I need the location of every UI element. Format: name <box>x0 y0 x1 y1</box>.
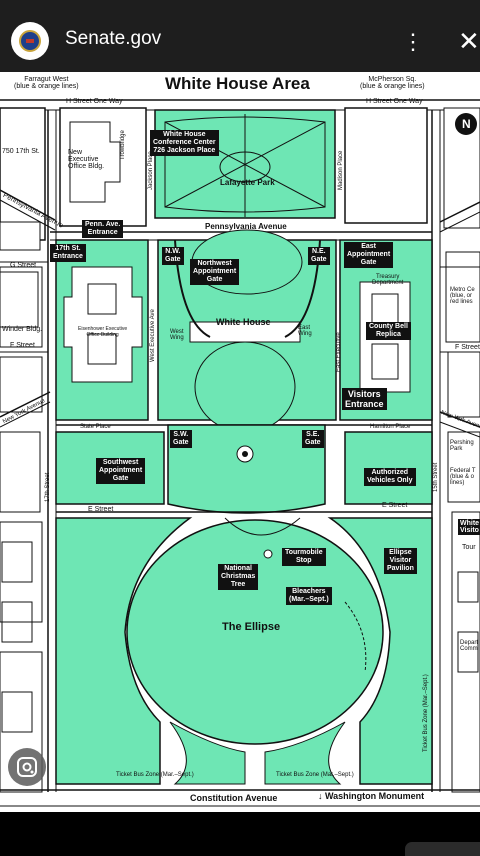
washington-monument-text: Washington Monument <box>325 791 425 801</box>
lens-glyph <box>17 757 37 777</box>
lafayette-park-label: Lafayette Park <box>220 178 275 187</box>
ne-gate-callout: N.E. Gate <box>308 247 330 265</box>
e-street-left-label: E Street <box>88 506 114 513</box>
f-street-right-label: F Street <box>455 344 480 351</box>
county-bell-callout: County Bell Replica <box>366 322 411 340</box>
jackson-place-label: Jackson Place <box>148 151 154 190</box>
ticket-bus-left-label: Ticket Bus Zone (Mar.–Sept.) <box>116 772 194 778</box>
browser-top-bar: Senate.gov ⋮ ✕ <box>0 0 480 80</box>
h-street-right-label: H Street One Way <box>366 98 423 105</box>
penn-ave-entrance-callout: Penn. Ave. Entrance <box>82 220 124 238</box>
ellipse-label: The Ellipse <box>222 621 281 633</box>
mcpherson-sq-label: McPherson Sq. (blue & orange lines) <box>360 76 425 90</box>
google-lens-icon[interactable] <box>8 748 46 786</box>
bleachers-callout: Bleachers (Mar.–Sept.) <box>286 587 332 605</box>
tourmobile-stop-callout: Tourmobile Stop <box>282 548 326 566</box>
east-appointment-gate-callout: East Appointment Gate <box>344 242 394 268</box>
sw-gate-callout: S.W. Gate <box>170 430 192 448</box>
seventeenth-st-entrance-callout: 17th St. Entrance <box>50 244 86 262</box>
seventeenth-750-label: 750 17th St. <box>2 148 40 155</box>
washington-monument-label: ↓ Washington Monument <box>318 791 425 801</box>
visitors-entrance-callout: Visitors Entrance <box>342 388 387 410</box>
nw-gate-callout: N.W. Gate <box>162 247 184 265</box>
west-exec-label: West Executive Ave <box>150 309 156 362</box>
ellipse-visitor-pavilion-callout: Ellipse Visitor Pavilion <box>384 548 417 574</box>
winder-bldg-label: Winder Bldg. <box>2 326 43 333</box>
ticket-bus-right-label: Ticket Bus Zone (Mar.–Sept.) <box>423 674 429 752</box>
federal-triangle-label: Federal T (blue & o lines) <box>450 468 476 486</box>
hamilton-place-label: Hamilton Place <box>370 424 411 430</box>
northwest-appointment-gate-callout: Northwest Appointment Gate <box>190 259 240 285</box>
fifteenth-street-label: 15th Street <box>433 462 439 492</box>
treasury-label: Treasury Department <box>372 274 404 286</box>
h-street-left-label: H Street One Way <box>66 98 123 105</box>
browser-bottom-bar <box>0 812 480 856</box>
site-title: Senate.gov <box>65 28 162 49</box>
white-house-area-map: White House Area Farragut West (blue & o… <box>0 72 480 812</box>
g-street-label: G Street <box>10 262 37 269</box>
trowbridge-label: Trowbridge <box>120 130 126 160</box>
bottom-handle <box>405 842 480 856</box>
east-wing-label: East Wing <box>298 325 312 337</box>
e-street-right-label: E Street <box>382 502 408 509</box>
tour-label: Tour <box>462 544 476 551</box>
close-icon[interactable]: ✕ <box>458 26 480 56</box>
se-gate-callout: S.E. Gate <box>302 430 324 448</box>
east-exec-label: East Executive <box>336 332 342 372</box>
west-wing-label: West Wing <box>170 329 184 341</box>
seventeenth-street-label: 17th Street <box>45 472 51 502</box>
ticket-bus-mid-label: Ticket Bus Zone (Mar.–Sept.) <box>276 772 354 778</box>
pershing-park-label: Pershing Park <box>450 440 474 452</box>
white-house-visitor-label: White Visito <box>458 519 480 535</box>
state-place-label: State Place <box>80 424 111 430</box>
national-christmas-tree-callout: National Christmas Tree <box>218 564 259 590</box>
senate-seal-icon <box>11 22 49 60</box>
madison-place-label: Madison Place <box>338 150 344 190</box>
map-title: White House Area <box>165 74 310 93</box>
department-commerce-label: Depart Comm <box>460 640 479 652</box>
metro-center-label: Metro Ce (blue, or red lines <box>450 287 475 305</box>
constitution-ave-label: Constitution Avenue <box>190 793 278 803</box>
conference-center-callout: White House Conference Center 726 Jackso… <box>150 130 219 156</box>
eisenhower-label: Eisenhower Executive Office Building <box>78 326 128 338</box>
penn-ave-label: Pennsylvania Avenue <box>205 222 287 231</box>
farragut-west-label: Farragut West (blue & orange lines) <box>14 76 79 90</box>
authorized-vehicles-callout: Authorized Vehicles Only <box>364 468 416 486</box>
neob-label: New Executive Office Bldg. <box>68 149 105 170</box>
more-vertical-icon[interactable]: ⋮ <box>402 29 424 54</box>
f-street-left-label: F Street <box>10 342 35 349</box>
southwest-appointment-gate-callout: Southwest Appointment Gate <box>96 458 146 484</box>
north-arrow-icon: N <box>462 117 471 131</box>
white-house-label: White House <box>216 317 271 327</box>
